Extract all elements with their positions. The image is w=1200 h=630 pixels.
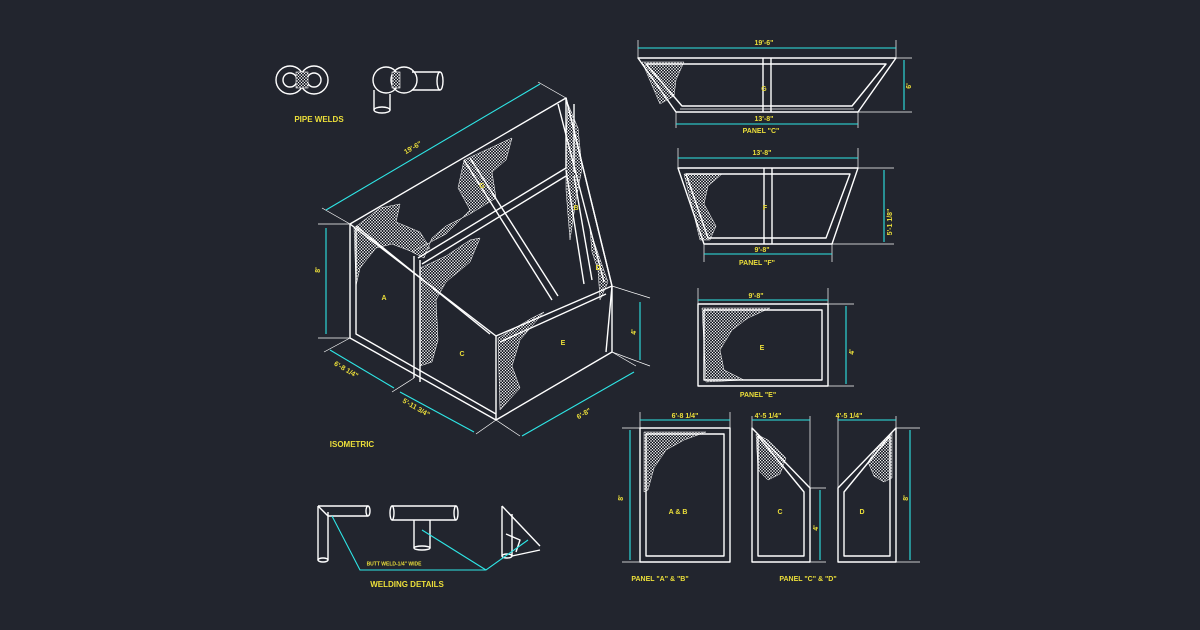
iso-right-depth-dim: 6'-8" [576,407,593,421]
panel-e-title: PANEL "E" [740,392,776,399]
iso-height-dim: 8' [315,267,322,273]
panel-g-height-dim: 6' [906,83,913,89]
iso-top-length-dim: 19'-6" [403,141,423,157]
panel-f-drawing: 13'-8" 9'-8" 5'-1 1/8" F PANEL "F" [677,148,894,267]
panel-c-top-dim: 4'-5 1/4" [755,413,782,420]
panel-f-letter: F [763,205,768,212]
panel-f-title: PANEL "F" [739,260,775,267]
isometric-dimensions [318,81,651,437]
elbow-weld-icon [317,505,371,563]
panel-ab-title: PANEL "A" & "B" [631,576,688,583]
panel-g-drawing: 19'-6" 13'-8" 6' G PANEL "C" [637,40,913,135]
mesh-panel-a [353,203,431,287]
panel-f-bottom-dim: 9'-8" [754,247,769,254]
panel-d-height-dim: 8' [903,495,910,501]
panel-g-top-dim: 19'-6" [755,40,774,47]
panel-c-drawing: 4'-5 1/4" 4' C [751,413,826,563]
panel-ab-top-dim: 6'-8 1/4" [672,413,699,420]
panel-e-height-dim: 4' [849,349,856,355]
panel-d-drawing: 4'-5 1/4" 8' D PANEL "C" & "D" [779,413,920,583]
panel-cd-title: PANEL "C" & "D" [779,576,836,583]
panel-d-top-dim: 4'-5 1/4" [836,413,863,420]
iso-panel-e-letter: E [561,340,566,347]
miter-weld-icon [501,505,541,559]
pipe-weld-tee-icon [372,66,444,114]
butt-weld-note: BUTT WELD-1/4" WIDE [367,561,423,567]
panel-c-height-dim: 4' [813,525,820,531]
panel-e-letter: E [760,345,765,352]
panel-ab-height-dim: 8' [618,495,625,501]
panel-d-letter: D [859,509,864,516]
pipe-welds-detail: PIPE WELDS [275,65,444,124]
pipe-weld-cross-icon [275,65,329,95]
welding-details-label: WELDING DETAILS [370,580,444,589]
pipe-welds-label: PIPE WELDS [294,115,344,124]
tee-weld-icon [389,505,459,551]
mesh-panel-c [419,237,481,367]
panel-g-bottom-dim: 13'-8" [755,116,774,123]
mesh-panel-g [411,137,513,259]
isometric-label: ISOMETRIC [330,440,375,449]
panel-ab-drawing: 6'-8 1/4" 8' A & B PANEL "A" & "B" [618,412,731,583]
mesh-panel-e [497,311,545,411]
panel-g-title: PANEL "C" [743,128,780,135]
iso-depth-dim: 6'-8 1/4" [332,361,359,380]
iso-right-height-dim: 4' [631,329,638,335]
panel-e-drawing: 9'-8" 4' E PANEL "E" [697,288,856,399]
panel-e-top-dim: 9'-8" [748,293,763,300]
panel-ab-letter: A & B [669,509,688,516]
panel-f-height-dim: 5'-1 1/8" [887,209,894,236]
iso-panel-b-letter: B [573,205,578,212]
iso-panel-d-letter: D [595,265,600,272]
weld-leader-lines [331,515,529,571]
welding-details: BUTT WELD-1/4" WIDE WELDING DETAILS [317,505,541,589]
isometric-view: 19'-6" 8' 6'-8 1/4" 5'-11 3/4" 6'-8" 4' … [315,81,651,449]
iso-panel-a-letter: A [381,295,386,302]
panel-c-letter: C [777,509,782,516]
iso-panel-c-letter: C [459,351,464,358]
panel-g-letter: G [761,86,767,93]
iso-panel-g-letter: G [479,183,485,190]
panel-f-top-dim: 13'-8" [753,150,772,157]
